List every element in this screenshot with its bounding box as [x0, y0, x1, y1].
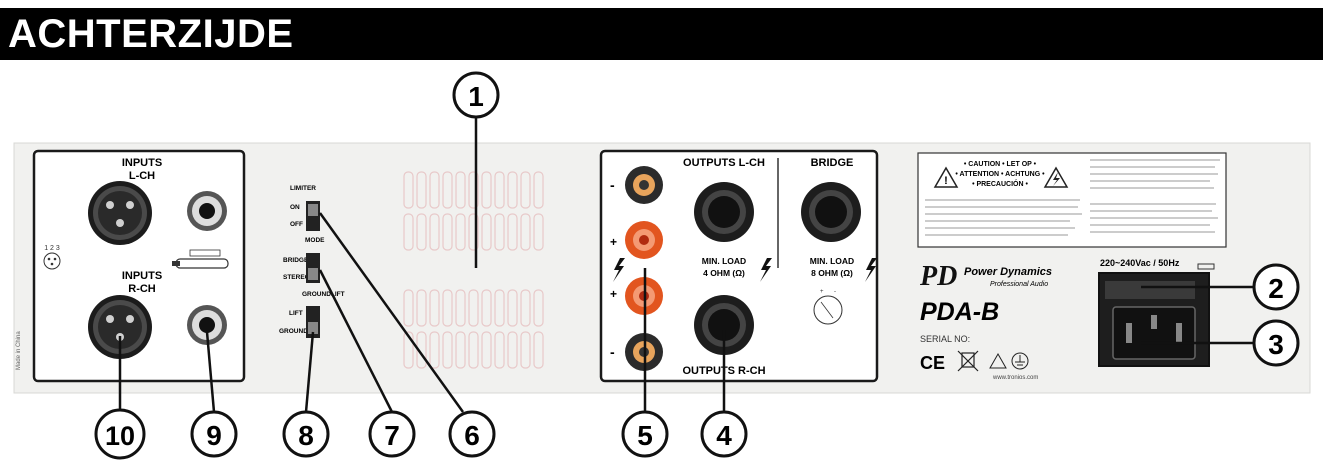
- svg-text:PD: PD: [919, 261, 957, 292]
- caution-line-2: • ATTENTION • ACHTUNG •: [955, 171, 1045, 178]
- limiter-on-label: ON: [290, 204, 300, 211]
- groundlift-switch: [306, 306, 320, 338]
- inputs-r-title: INPUTS: [122, 270, 162, 282]
- binding-post-black-l: [625, 166, 663, 204]
- svg-text:1 2 3: 1 2 3: [44, 245, 60, 252]
- iec-power-inlet: [1098, 272, 1210, 367]
- svg-text:2: 2: [1268, 273, 1284, 304]
- svg-text:5: 5: [637, 420, 653, 451]
- fuse-holder: [1105, 281, 1195, 299]
- callout-5: 5: [621, 410, 669, 458]
- bridge-title: BRIDGE: [811, 157, 854, 169]
- jack-input-left: [187, 191, 227, 231]
- binding-post-red-l: [625, 221, 663, 259]
- speakon-output-right: [694, 295, 754, 355]
- callout-7: 7: [368, 410, 416, 458]
- limiter-label: LIMITER: [290, 185, 316, 192]
- switch-block: LIMITER ON OFF MODE BRIDGE STEREO GROUND…: [279, 185, 345, 338]
- voltage-warning-icon: [613, 258, 625, 282]
- minus-label: -: [610, 177, 615, 193]
- svg-text:8: 8: [298, 420, 314, 451]
- load-4ohm-label: 4 OHM (Ω): [703, 268, 745, 278]
- ventilation-slots: [403, 171, 544, 369]
- fuse-icon: [1197, 263, 1215, 270]
- svg-text:6: 6: [464, 420, 480, 451]
- brand-name: Power Dynamics: [964, 266, 1052, 278]
- callout-1: 1: [452, 71, 500, 119]
- svg-text:10: 10: [105, 421, 135, 451]
- outputs-panel: OUTPUTS L-CH BRIDGE OUTPUTS R-CH MIN. LO…: [599, 149, 879, 383]
- inputs-l-title: INPUTS: [122, 157, 162, 169]
- page-title: ACHTERZIJDE: [8, 12, 294, 56]
- outputs-l-title: OUTPUTS L-CH: [683, 157, 765, 169]
- callout-10: 10: [94, 408, 146, 460]
- ground-lift-label: LIFT: [289, 310, 303, 317]
- svg-text:9: 9: [206, 420, 222, 451]
- min-load-label-l: MIN. LOAD: [702, 256, 746, 266]
- callout-8: 8: [282, 410, 330, 458]
- xlr-input-right: [88, 295, 152, 359]
- svg-text:1: 1: [468, 81, 484, 112]
- caution-line-3: • PRECAUCIÓN •: [972, 179, 1028, 188]
- ground-symbol-icon: [1011, 352, 1029, 370]
- plus-label: +: [610, 287, 617, 301]
- header-bar: ACHTERZIJDE: [0, 8, 1323, 60]
- xlr-input-left: [88, 181, 152, 245]
- plus-label: +: [610, 235, 617, 249]
- minus-label: -: [610, 344, 615, 360]
- xlr-pinout-icon: 1 2 3: [43, 245, 61, 270]
- mode-bridge-label: BRIDGE: [283, 257, 309, 264]
- svg-text:+: +: [820, 289, 824, 295]
- indoor-use-icon: [989, 352, 1007, 369]
- limiter-switch: [306, 201, 320, 231]
- voltage-warning-icon: [865, 258, 877, 282]
- svg-text:3: 3: [1268, 329, 1284, 360]
- callout-4: 4: [700, 410, 748, 458]
- warning-triangle-icon: [1043, 166, 1069, 188]
- caution-fine-print: [925, 159, 1220, 236]
- inputs-panel: INPUTS L-CH INPUTS R-CH: [16, 149, 246, 383]
- ground-ground-label: GROUND: [279, 328, 308, 335]
- mode-switch: [306, 253, 320, 283]
- made-in-label: Made in China: [16, 331, 22, 370]
- inputs-r-subtitle: R-CH: [128, 283, 156, 295]
- power-rating: 220~240Vac / 50Hz: [1100, 258, 1180, 268]
- website-label: www.tronios.com: [992, 375, 1038, 381]
- callout-6: 6: [448, 410, 496, 458]
- callout-2: 2: [1252, 263, 1300, 311]
- model-name: PDA-B: [920, 298, 999, 326]
- load-8ohm-label: 8 OHM (Ω): [811, 268, 853, 278]
- brand-subtitle: Professional Audio: [990, 281, 1048, 288]
- brand-logo: PD: [919, 261, 957, 292]
- inputs-l-subtitle: L-CH: [129, 170, 155, 182]
- svg-text:4: 4: [716, 420, 732, 451]
- weee-icon: [957, 350, 979, 372]
- callout-9: 9: [190, 410, 238, 458]
- speakon-output-bridge: [801, 182, 861, 242]
- min-load-label-bridge: MIN. LOAD: [810, 256, 854, 266]
- serial-label: SERIAL NO:: [920, 334, 970, 344]
- ce-mark: CE: [920, 353, 945, 373]
- svg-text:7: 7: [384, 420, 400, 451]
- warning-triangle-icon: [933, 166, 959, 188]
- speakon-output-left: [694, 182, 754, 242]
- svg-text:!: !: [944, 175, 948, 187]
- groundlift-label: GROUNDLIFT: [302, 291, 345, 298]
- callout-3: 3: [1252, 319, 1300, 367]
- jack-input-right: [187, 305, 227, 345]
- mode-label: MODE: [305, 237, 325, 244]
- mode-stereo-label: STEREO: [283, 274, 310, 281]
- voltage-warning-icon: [760, 258, 772, 282]
- leader-lines: [118, 116, 1254, 413]
- info-area: ! • CAUTION • LET OP • • ATTENTION • ACH…: [917, 152, 1227, 381]
- caution-line-1: • CAUTION • LET OP •: [964, 161, 1037, 168]
- speakon-pinout-icon: + -: [813, 289, 843, 325]
- svg-text:-: -: [834, 289, 836, 295]
- limiter-off-label: OFF: [290, 221, 303, 228]
- power-socket: [1112, 306, 1196, 360]
- jack-plug-icon: [172, 249, 229, 269]
